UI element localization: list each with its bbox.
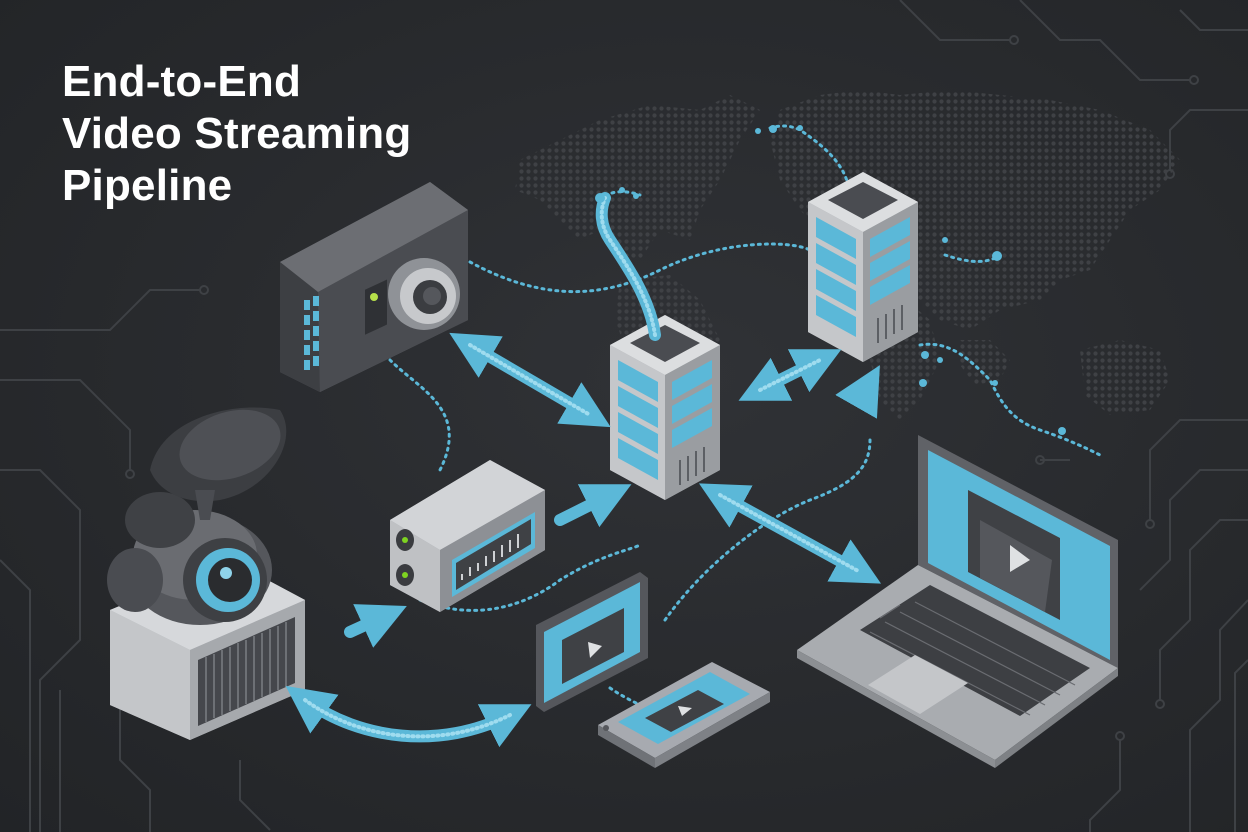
play-icon — [1010, 545, 1030, 572]
network-nodes — [595, 125, 1066, 435]
play-icon — [678, 706, 692, 716]
encoder-box-icon — [390, 460, 545, 612]
laptop-icon — [797, 435, 1118, 768]
network-links — [388, 124, 1102, 707]
smartphone-icon — [598, 662, 770, 768]
page-title: End-to-End Video Streaming Pipeline — [62, 56, 502, 212]
tablet-icon — [536, 572, 648, 712]
server-tower-icon — [808, 172, 918, 362]
data-flow-arrows-texture — [303, 196, 862, 739]
server-tower-icon — [610, 315, 720, 500]
play-icon — [588, 642, 602, 658]
title-line-2: Video Streaming — [62, 109, 412, 158]
action-camera-icon — [280, 182, 468, 392]
broadcast-camera-icon — [107, 407, 305, 740]
title-line-3: Pipeline — [62, 161, 233, 210]
title-line-1: End-to-End — [62, 57, 302, 106]
